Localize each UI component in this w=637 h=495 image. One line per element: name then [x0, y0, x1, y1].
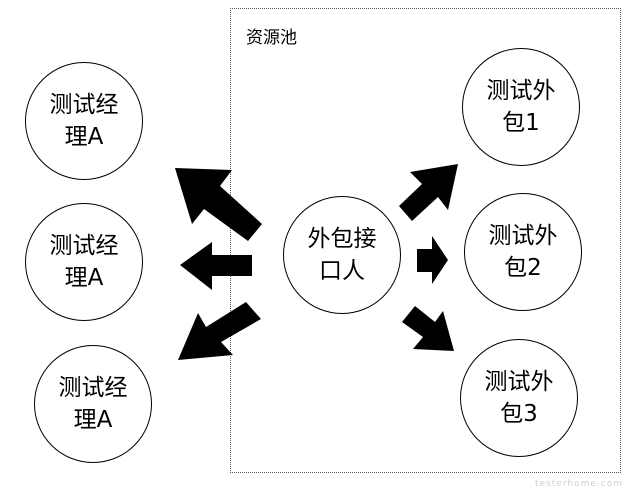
- outsourcer-node-2: 测试外包2: [464, 193, 582, 311]
- manager-node-3-label: 测试经理A: [58, 375, 128, 433]
- outsourcer-node-1-label: 测试外包1: [486, 78, 556, 136]
- manager-node-1: 测试经理A: [25, 62, 143, 180]
- center-node: 外包接口人: [283, 196, 401, 314]
- outsourcer-node-3-label: 测试外包3: [484, 369, 554, 427]
- manager-node-2: 测试经理A: [25, 203, 143, 321]
- manager-node-3: 测试经理A: [34, 345, 152, 463]
- watermark-text: testerhome.com: [535, 479, 623, 489]
- manager-node-2-label: 测试经理A: [49, 233, 119, 291]
- manager-node-1-label: 测试经理A: [49, 92, 119, 150]
- center-node-label: 外包接口人: [307, 226, 377, 284]
- outsourcer-node-2-label: 测试外包2: [488, 223, 558, 281]
- outsourcer-node-3: 测试外包3: [460, 339, 578, 457]
- outsourcer-node-1: 测试外包1: [462, 48, 580, 166]
- resource-pool-label: 资源池: [246, 28, 297, 48]
